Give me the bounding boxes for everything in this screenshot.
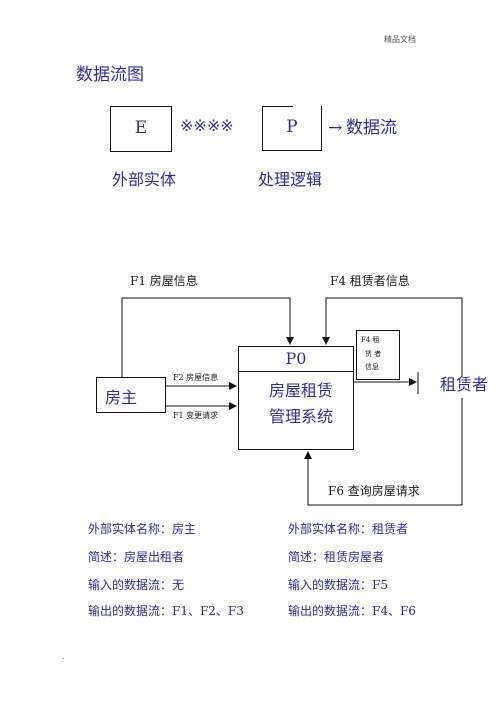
legend-entity-label: 外部实体 [112,170,177,189]
legend-title: 数据流图 [76,65,144,85]
landlord-name: 外部实体名称：房主 [88,522,197,536]
legend-process-box: P [262,106,322,151]
flow-label-f6-query: F6 查询房屋请求 [328,484,420,498]
process-p0-box: P0 房屋租赁 管理系统 [238,346,354,450]
data-store-line2: 赁 者 [365,350,382,358]
footer-dot: . [62,652,65,661]
landlord-output: 输出的数据流：F1、F2、F3 [88,604,244,618]
legend-process-letter: P [286,117,298,137]
landlord-input: 输入的数据流：无 [88,578,185,592]
landlord-desc: 简述：房屋出租者 [88,550,185,564]
data-store-line3: 信息 [365,363,379,371]
legend-entity-letter: E [134,118,148,138]
process-name-line2: 管理系统 [269,407,334,426]
data-store-line1: F4 租 [361,336,380,344]
header-note: 精品文档 [384,35,416,44]
flow-f1-house-info-line [121,297,294,377]
legend-arrow-icon: → [328,118,343,138]
process-id: P0 [285,349,307,368]
flow-f4-tenant-info-line [322,297,463,377]
legend-entity-box: E [110,106,172,152]
legend-flow-label: 数据流 [346,118,397,138]
tenant-desc: 简述：租赁房屋者 [288,550,385,564]
tenant-name: 外部实体名称：租赁者 [288,522,409,536]
flow-label-f2-house-info: F2 房屋信息 [173,373,219,382]
flow-f6-query-line [304,398,463,506]
flow-label-f1-house-info: F1 房屋信息 [130,274,198,288]
legend-marks: ※※※※ [180,116,234,135]
entity-landlord-box: 房主 [96,377,166,413]
entity-tenant-label: 租赁者 [440,375,489,394]
data-store-f4-box: F4 租 赁 者 信息 [356,330,400,380]
legend-process-label: 处理逻辑 [258,170,323,189]
tenant-input: 输入的数据流：F5 [288,578,388,592]
process-name-line1: 房屋租赁 [269,381,334,400]
entity-landlord-label: 房主 [105,388,138,407]
flow-label-f1-change-request: F1 变更请求 [173,411,219,420]
flow-label-f4-tenant-info: F4 租赁者信息 [330,274,410,288]
process-divider [239,371,353,372]
tenant-output: 输出的数据流：F4、F6 [288,604,416,618]
